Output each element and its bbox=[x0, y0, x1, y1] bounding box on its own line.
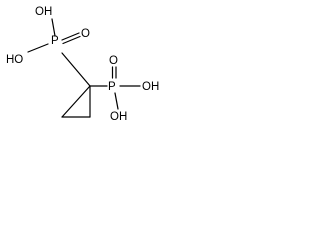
upper-double-bond-oxygen-label: O bbox=[81, 28, 90, 40]
bond-upper-p-to-oh-top bbox=[51, 18, 56, 37]
bond-upper-p-to-ho-left bbox=[27, 43, 49, 53]
right-phosphorus-label: P bbox=[108, 81, 116, 93]
right-hydroxyl-label: OH bbox=[142, 81, 159, 93]
upper-hydroxyl-left-label: HO bbox=[6, 54, 23, 66]
right-hydroxyl-bottom-label: OH bbox=[110, 111, 127, 123]
upper-hydroxyl-top-label: OH bbox=[35, 6, 52, 18]
bond-upper-p-double-o-1 bbox=[61, 32, 80, 41]
upper-phosphorus-label: P bbox=[51, 35, 59, 47]
right-double-bond-oxygen-label: O bbox=[109, 55, 118, 67]
chemical-structure-diagram: P O OH HO P O OH OH bbox=[6, 6, 159, 123]
ring-bond-top-left bbox=[61, 85, 91, 118]
bond-right-p-to-oh-bottom bbox=[114, 92, 119, 110]
bond-upper-p-double-o-2 bbox=[62, 35, 81, 45]
bond-c-to-upper-p bbox=[61, 52, 91, 87]
